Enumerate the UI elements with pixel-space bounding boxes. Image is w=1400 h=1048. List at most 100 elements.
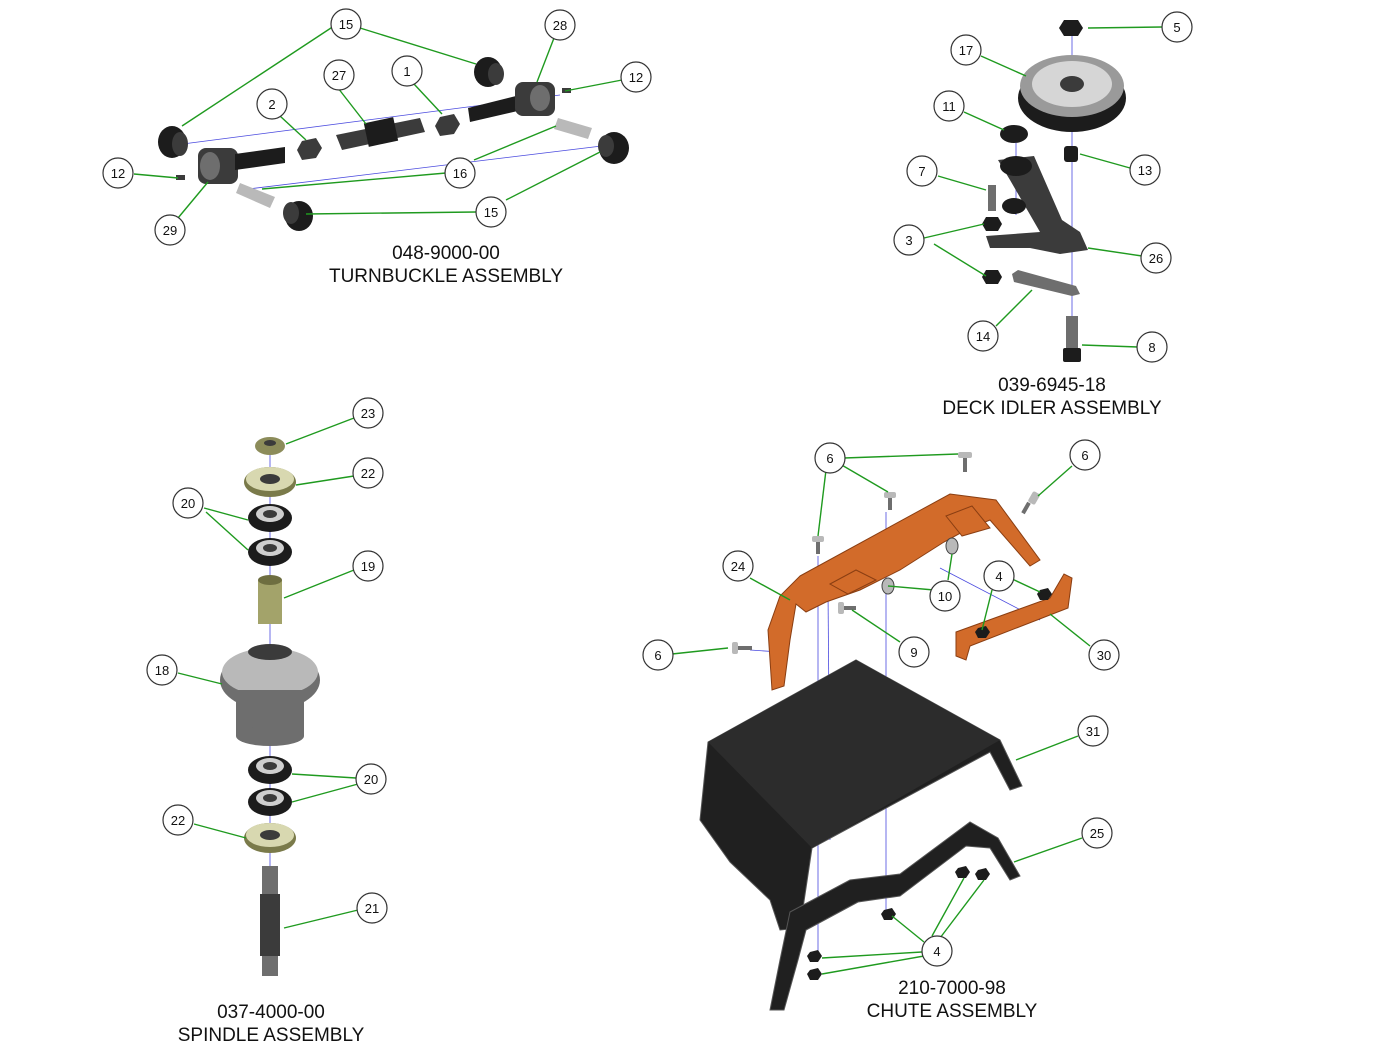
nut-part-4e: [975, 868, 990, 880]
svg-text:6: 6: [654, 648, 661, 663]
callout-20-bottom: 20: [355, 763, 387, 795]
callout-28: 28: [544, 9, 576, 41]
svg-text:6: 6: [826, 451, 833, 466]
callout-5: 5: [1161, 11, 1193, 43]
grease-fitting-part-12a: [176, 175, 185, 180]
mount-bracket-part-24: [767, 493, 1041, 691]
bolt-part-6d: [1021, 491, 1040, 515]
callout-12-left: 12: [102, 157, 134, 189]
spindle-part-number: 037-4000-00: [217, 1002, 325, 1023]
svg-text:25: 25: [1090, 826, 1104, 841]
nut-part-4f: [807, 950, 822, 962]
svg-text:12: 12: [629, 70, 643, 85]
washer-part-10b: [945, 537, 959, 555]
svg-text:2: 2: [268, 97, 275, 112]
callout-23: 23: [352, 397, 384, 429]
callout-12-right: 12: [620, 61, 652, 93]
callout-25: 25: [1081, 817, 1113, 849]
support-bracket-part-30: [955, 573, 1073, 661]
callout-3: 3: [893, 224, 925, 256]
deck-idler-title: DECK IDLER ASSEMBLY: [942, 398, 1162, 419]
nut-part-4g: [807, 968, 822, 980]
svg-text:5: 5: [1173, 20, 1180, 35]
spindle-assembly: 23 22 20 19 18 20 22 21 037-4000-00 SPIN…: [146, 397, 388, 1046]
callout-14: 14: [967, 320, 999, 352]
spindle-housing-part-18: [220, 644, 320, 746]
callout-6-right: 6: [1069, 439, 1101, 471]
callout-26: 26: [1140, 242, 1172, 274]
callout-29: 29: [154, 214, 186, 246]
callout-7: 7: [906, 155, 938, 187]
svg-text:31: 31: [1086, 724, 1100, 739]
bolt-part-6e: [732, 642, 752, 654]
svg-text:7: 7: [918, 164, 925, 179]
bearing-part-20b: [248, 538, 292, 566]
chute-assembly: 6 6 24 4 10 9 6 30 31 25 4 210-7000-98 C…: [642, 439, 1120, 1022]
nut-part-3b: [982, 270, 1002, 284]
svg-text:14: 14: [976, 329, 990, 344]
spacer-part-16a: [236, 183, 275, 208]
turnbuckle-body-part-27: [336, 117, 425, 150]
callout-2: 2: [256, 88, 288, 120]
callout-4-upper: 4: [983, 560, 1015, 592]
callout-13: 13: [1129, 154, 1161, 186]
spacer-part-19: [258, 575, 282, 624]
spindle-title: SPINDLE ASSEMBLY: [178, 1025, 365, 1046]
callout-30: 30: [1088, 639, 1120, 671]
deck-idler-assembly: 5 17 11 13 7 3 26 14 8 039-6945-18 DECK …: [893, 11, 1193, 419]
svg-text:27: 27: [332, 68, 346, 83]
spacer-part-13: [1064, 146, 1078, 162]
turnbuckle-part-number: 048-9000-00: [392, 243, 500, 264]
nut-part-4a: [1037, 588, 1052, 600]
rod-end-part-29: [198, 147, 285, 184]
svg-text:20: 20: [364, 772, 378, 787]
callout-27: 27: [323, 59, 355, 91]
shoulder-bolt-part-8: [1063, 316, 1081, 362]
svg-text:28: 28: [553, 18, 567, 33]
callout-9: 9: [898, 636, 930, 668]
svg-text:26: 26: [1149, 251, 1163, 266]
callout-11: 11: [933, 90, 965, 122]
svg-text:19: 19: [361, 559, 375, 574]
callout-21: 21: [356, 892, 388, 924]
bolt-part-6a: [812, 536, 824, 554]
bearing-part-20c: [248, 756, 292, 784]
bolt-part-7: [988, 185, 996, 211]
svg-text:13: 13: [1138, 163, 1152, 178]
svg-text:22: 22: [361, 466, 375, 481]
svg-text:1: 1: [403, 64, 410, 79]
turnbuckle-title: TURNBUCKLE ASSEMBLY: [329, 266, 563, 287]
svg-text:15: 15: [484, 205, 498, 220]
callout-8: 8: [1136, 331, 1168, 363]
idler-pulley-part-17: [1018, 55, 1126, 132]
bearing-part-11: [1000, 125, 1028, 143]
bolt-part-9: [838, 602, 856, 614]
callout-24: 24: [722, 550, 754, 582]
callout-19: 19: [352, 550, 384, 582]
link-part-14: [1012, 270, 1080, 296]
spindle-shaft-part-21: [260, 866, 280, 976]
callout-17: 17: [950, 34, 982, 66]
svg-text:15: 15: [339, 17, 353, 32]
callout-4-lower: 4: [921, 935, 953, 967]
deck-idler-part-number: 039-6945-18: [998, 375, 1106, 396]
nut-part-5: [1059, 20, 1083, 36]
svg-text:18: 18: [155, 663, 169, 678]
svg-text:16: 16: [453, 166, 467, 181]
bolt-part-6c: [958, 452, 972, 472]
chute-title: CHUTE ASSEMBLY: [867, 1001, 1038, 1022]
chute-cover-part-31: [699, 659, 1023, 931]
svg-text:12: 12: [111, 166, 125, 181]
svg-text:8: 8: [1148, 340, 1155, 355]
callout-15-top: 15: [330, 8, 362, 40]
svg-text:24: 24: [731, 559, 745, 574]
jam-nut-part-1: [435, 114, 460, 136]
callout-1: 1: [391, 55, 423, 87]
callout-16: 16: [444, 157, 476, 189]
nut-part-4d: [955, 866, 970, 878]
bearing-part-20a: [248, 504, 292, 532]
callout-22-bottom: 22: [162, 804, 194, 836]
washer-part-22a: [244, 467, 296, 497]
turnbuckle-assembly: 15 28 27 1 2 12 12 16 15 29 048-9000-00 …: [102, 8, 652, 287]
